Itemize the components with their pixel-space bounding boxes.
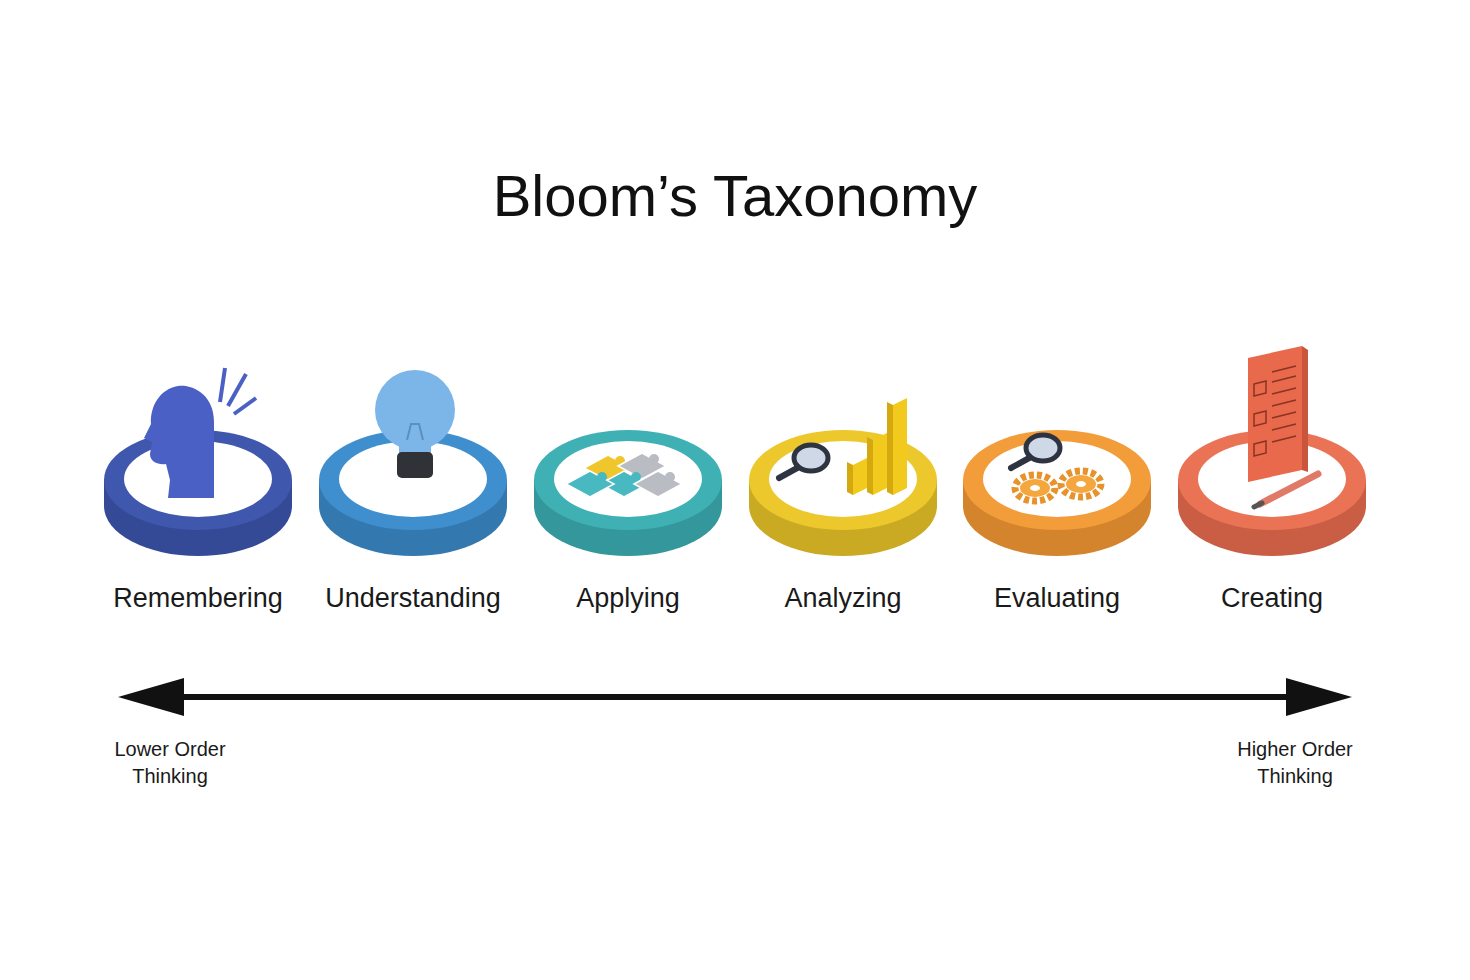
level-disc: Analyzing	[733, 380, 953, 630]
scale-label: Higher Order Thinking	[1210, 736, 1380, 790]
diagram-title: Bloom’s Taxonomy	[0, 162, 1470, 229]
level-label: Analyzing	[723, 583, 963, 614]
level-disc: Creating	[1162, 380, 1382, 630]
scale-label: Lower Order Thinking	[85, 736, 255, 790]
document-icon	[1248, 346, 1318, 507]
arrow-head-right	[1286, 678, 1352, 716]
disc-top	[319, 430, 507, 530]
disc-top	[534, 430, 722, 530]
arrow-head-left	[118, 678, 184, 716]
disc-top	[749, 430, 937, 530]
disc-inner	[339, 441, 487, 517]
level-label: Creating	[1152, 583, 1392, 614]
level-disc: Understanding	[303, 380, 523, 630]
level-label: Evaluating	[937, 583, 1177, 614]
disc-inner	[554, 441, 702, 517]
arrow-shaft	[170, 694, 1300, 700]
chart-icon	[779, 398, 907, 495]
gears-icon	[1011, 435, 1101, 501]
lightbulb-icon	[375, 370, 455, 478]
puzzle-icon	[566, 453, 682, 497]
level-label: Applying	[508, 583, 748, 614]
head-icon	[144, 368, 256, 498]
disc-top	[963, 430, 1151, 530]
level-disc: Remembering	[88, 380, 308, 630]
level-label: Understanding	[293, 583, 533, 614]
level-label: Remembering	[78, 583, 318, 614]
level-disc: Evaluating	[947, 380, 1167, 630]
level-disc: Applying	[518, 380, 738, 630]
